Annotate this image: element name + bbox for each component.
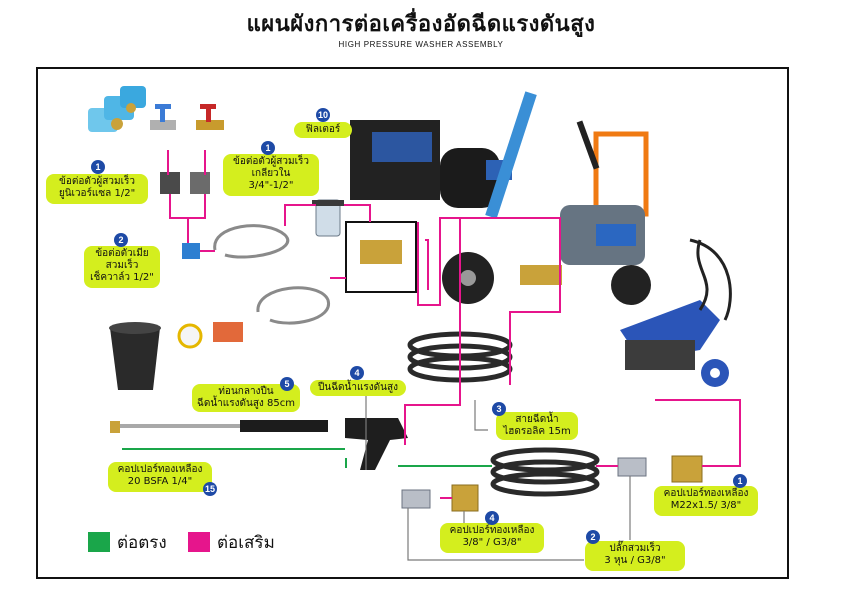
brass-m22-badge: 1: [733, 474, 747, 488]
pvc-fittings-icon: [88, 86, 146, 132]
page-title: แผนผังการต่อเครื่องอัดฉีดแรงดันสูง: [246, 12, 596, 37]
petrol-pressure-washer-icon: [345, 91, 537, 304]
brass-coupler-icon: [451, 455, 703, 512]
direct-connection-lines: [122, 448, 492, 468]
electric-pressure-washer-blue-icon: [620, 238, 732, 387]
hose-label: สายฉีดน้ำ ไฮดรอลิค 15m: [496, 412, 578, 440]
brass-tip-badge: 15: [203, 482, 217, 496]
brass-tip-label: คอปเปอร์ทองเหลือง 20 BSFA 1/4": [108, 462, 212, 492]
faucet-icon: [150, 104, 224, 130]
quick-coupler-pvc-label: ข้อต่อตัวผู้สวมเร็ว ยูนิเวอร์แซล 1/2": [46, 174, 148, 204]
quick-coupler-thread-label: ข้อต่อตัวผู้สวมเร็ว เกลียวใน 3/4"-1/2": [223, 154, 319, 196]
quick-coupler-icon: [160, 172, 210, 259]
quick-plug-label: ปลั๊กสวมเร็ว 3 หุน / G3/8": [585, 541, 685, 571]
spray-gun-icon: [345, 418, 408, 470]
filter-label: ฟิลเตอร์: [294, 122, 352, 138]
brass-38-badge: 4: [485, 511, 499, 525]
quick-female-badge: 2: [114, 233, 128, 247]
diagram-frame: [36, 67, 789, 579]
water-bucket-icon: [109, 322, 243, 390]
quick-coupler-thread-badge: 1: [261, 141, 275, 155]
legend-optional-swatch: [188, 532, 210, 552]
hose-badge: 3: [492, 402, 506, 416]
legend-direct-label: ต่อตรง: [117, 533, 167, 553]
reference-lines: [365, 380, 631, 561]
optional-connection-lines: [167, 150, 741, 499]
brass-38-label: คอปเปอร์ทองเหลือง 3/8" / G3/8": [440, 523, 544, 553]
garden-hose-icon: [213, 224, 330, 325]
brass-m22-label: คอปเปอร์ทองเหลือง M22x1.5/ 3/8": [654, 486, 758, 516]
lance-icon: [110, 420, 328, 433]
gun-label: ปืนฉีดน้ำแรงดันสูง: [310, 380, 406, 396]
filter-badge: 10: [316, 108, 330, 122]
page-subtitle: HIGH PRESSURE WASHER ASSEMBLY: [338, 40, 504, 49]
filter-icon: [312, 199, 344, 237]
legend-direct-swatch: [88, 532, 110, 552]
quick-coupler-pvc-badge: 1: [91, 160, 105, 174]
quick-plug-badge: 2: [586, 530, 600, 544]
gun-badge: 4: [350, 366, 364, 380]
quick-female-label: ข้อต่อตัวเมีย สวมเร็ว เช็ควาล์ว 1/2": [84, 246, 160, 288]
electric-pressure-washer-orange-icon: [520, 120, 651, 305]
lance-badge: 5: [280, 377, 294, 391]
legend-optional-label: ต่อเสริม: [217, 533, 275, 553]
